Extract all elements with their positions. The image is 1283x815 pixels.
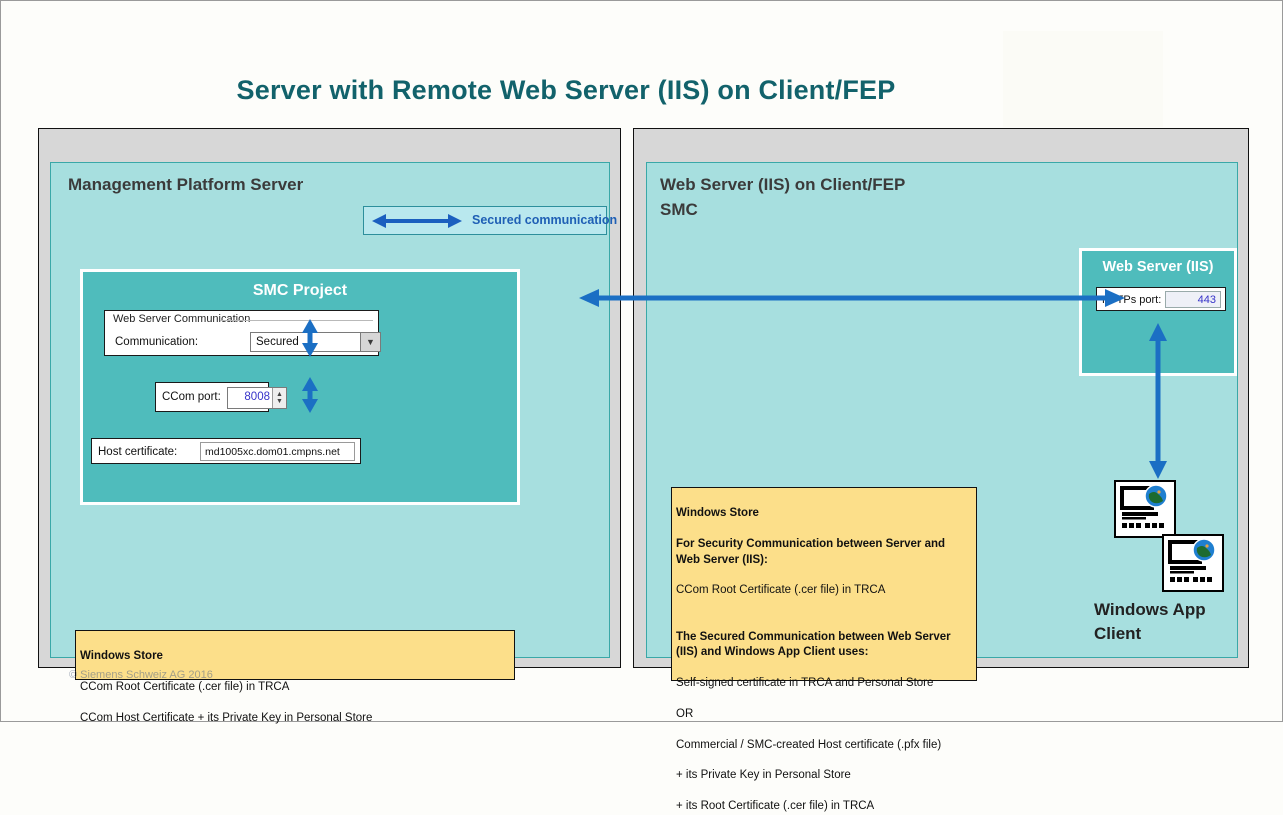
web-server-iis-box-title: Web Server (IIS) bbox=[1102, 259, 1214, 275]
computer-globe-icon bbox=[1162, 534, 1224, 592]
note-right-block2-heading: The Secured Communication between Web Se… bbox=[676, 630, 951, 659]
communication-dropdown[interactable]: Secured ▼ bbox=[250, 332, 381, 352]
legend-label: Secured communication bbox=[472, 213, 618, 227]
web-server-iis-panel: Web Server (IIS) on Client/FEP SMC Web S… bbox=[646, 162, 1238, 812]
windows-app-client-label: Windows App Client bbox=[1094, 600, 1206, 644]
group-legend-label: Web Server Communication bbox=[111, 313, 253, 325]
communication-label: Communication: bbox=[115, 336, 199, 348]
host-certificate-label: Host certificate: bbox=[98, 446, 178, 458]
web-server-iis-box: Web Server (IIS) HTTPs port: 443 bbox=[1079, 248, 1237, 376]
management-platform-server-title: Management Platform Server bbox=[68, 175, 304, 194]
page-title: Server with Remote Web Server (IIS) on C… bbox=[236, 75, 896, 105]
left-outer-frame: Management Platform Server Secured commu… bbox=[38, 128, 621, 724]
windows-store-note-left: Windows Store CCom Root Certificate (.ce… bbox=[75, 630, 515, 724]
computer-globe-icon bbox=[1114, 480, 1176, 538]
ccom-port-field: CCom port: 8008 ▲▼ bbox=[155, 382, 287, 412]
https-port-field: HTTPs port: 443 bbox=[1096, 287, 1226, 311]
double-arrow-icon bbox=[372, 213, 462, 229]
ccom-port-stepper[interactable]: 8008 ▲▼ bbox=[227, 387, 287, 409]
note-right-heading: Windows Store bbox=[676, 507, 759, 520]
note-right-block1-heading: For Security Communication between Serve… bbox=[676, 538, 946, 566]
spinner-up-down-icon[interactable]: ▲▼ bbox=[272, 388, 286, 408]
note-left-heading: Windows Store bbox=[80, 650, 163, 663]
web-server-iis-title: Web Server (IIS) on Client/FEP SMC bbox=[660, 175, 906, 219]
note-left-line-1: CCom Host Certificate + its Private Key … bbox=[80, 712, 373, 725]
note-right-block2-line-3: + its Private Key in Personal Store bbox=[676, 769, 851, 782]
note-left-line-0: CCom Root Certificate (.cer file) in TRC… bbox=[80, 681, 290, 694]
host-certificate-input[interactable]: md1005xc.dom01.cmpns.net bbox=[200, 442, 355, 461]
note-right-block2-line-4: + its Root Certificate (.cer file) in TR… bbox=[676, 800, 875, 813]
note-right-block2-line-1: OR bbox=[676, 707, 694, 720]
background-block bbox=[1003, 31, 1163, 127]
ccom-port-value: 8008 bbox=[244, 391, 270, 403]
chevron-down-icon[interactable]: ▼ bbox=[360, 333, 380, 351]
legend-secured-communication: Secured communication bbox=[363, 206, 617, 235]
group-rule bbox=[220, 320, 373, 321]
host-certificate-field: Host certificate: md1005xc.dom01.cmpns.n… bbox=[91, 438, 361, 464]
smc-project-box: SMC Project Web Server Communication Com… bbox=[80, 269, 520, 505]
smc-project-title: SMC Project bbox=[252, 282, 348, 299]
ccom-port-label: CCom port: bbox=[162, 391, 221, 403]
right-outer-frame: Web Server (IIS) on Client/FEP SMC Web S… bbox=[633, 128, 1249, 812]
footer-clipped-text: © Siemens Schweiz AG 2016 bbox=[69, 669, 213, 678]
management-platform-server-panel: Management Platform Server Secured commu… bbox=[50, 162, 617, 724]
web-server-communication-group: Web Server Communication Communication: … bbox=[104, 310, 381, 356]
https-port-value[interactable]: 443 bbox=[1165, 291, 1221, 308]
note-right-block1-line-0: CCom Root Certificate (.cer file) in TRC… bbox=[676, 584, 886, 597]
https-port-label: HTTPs port: bbox=[1102, 294, 1162, 306]
communication-dropdown-value: Secured bbox=[256, 336, 299, 348]
note-right-block2-line-0: Self-signed certificate in TRCA and Pers… bbox=[676, 676, 934, 689]
windows-store-note-right: Windows Store For Security Communication… bbox=[671, 487, 977, 812]
note-right-block2-line-2: Commercial / SMC-created Host certificat… bbox=[676, 738, 942, 751]
